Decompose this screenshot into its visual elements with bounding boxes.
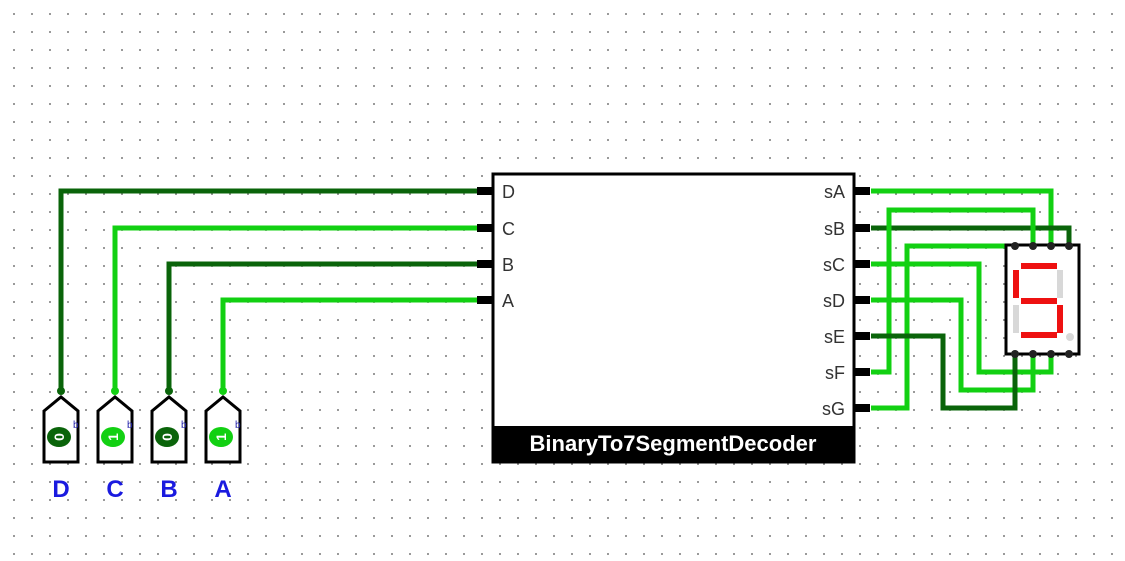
wire-sb[interactable] <box>871 225 1072 246</box>
decoder-body <box>491 172 856 464</box>
display-pin <box>1047 242 1055 250</box>
pin-toggle-knob[interactable] <box>47 427 71 447</box>
pin-value: 1 <box>105 433 121 441</box>
decoder-input-label-b: B <box>502 255 514 275</box>
decoder-port-sc[interactable] <box>854 260 870 268</box>
decoder-port-sf[interactable] <box>854 368 870 376</box>
decoder-port-b[interactable] <box>477 260 493 268</box>
decoder-port-d[interactable] <box>477 187 493 195</box>
segment-a <box>1021 263 1057 269</box>
pin-value: 0 <box>51 433 67 441</box>
input-label-d: D <box>52 476 69 503</box>
display-pin <box>1065 350 1073 358</box>
display-pin <box>1029 242 1037 250</box>
input-pin-c[interactable]: 1 b <box>96 395 134 464</box>
pin-radix: b <box>181 420 187 431</box>
input-pin-d[interactable]: 0 b <box>42 395 80 464</box>
decoder-output-label-sf: sF <box>825 363 845 383</box>
decoder-port-c[interactable] <box>477 224 493 232</box>
decoder-input-label-c: C <box>502 219 515 239</box>
segment-f <box>1013 270 1019 298</box>
wire-sd[interactable] <box>871 297 1036 393</box>
pin-toggle-knob[interactable] <box>209 427 233 447</box>
decoder-input-label-d: D <box>502 182 515 202</box>
wire-sc[interactable] <box>871 261 1054 375</box>
segment-dp <box>1066 333 1074 341</box>
decoder-port-sb[interactable] <box>854 224 870 232</box>
wire-junction <box>57 387 65 395</box>
segment-g <box>1021 298 1057 304</box>
decoder-port-sa[interactable] <box>854 187 870 195</box>
decoder-output-label-sg: sG <box>822 399 845 419</box>
wire-junction <box>165 387 173 395</box>
decoder-output-label-sd: sD <box>823 291 845 311</box>
input-label-a: A <box>214 476 231 503</box>
display-pin <box>1065 242 1073 250</box>
wire-sg[interactable] <box>871 243 1015 411</box>
decoder-chip[interactable]: BinaryTo7SegmentDecoder D C B A sA sB sC… <box>477 172 870 464</box>
wire-b[interactable] <box>166 261 477 391</box>
decoder-title-bar <box>493 426 854 462</box>
display-pin <box>1029 350 1037 358</box>
decoder-port-se[interactable] <box>854 332 870 340</box>
segment-e <box>1013 305 1019 333</box>
pin-value: 0 <box>159 433 175 441</box>
input-label-c: C <box>106 476 123 503</box>
wire-sa[interactable] <box>871 188 1054 246</box>
wire-sf[interactable] <box>871 207 1036 375</box>
input-label-b: B <box>160 476 177 503</box>
pin-radix: b <box>127 420 133 431</box>
decoder-title: BinaryTo7SegmentDecoder <box>530 431 817 456</box>
pin-radix: b <box>73 420 79 431</box>
decoder-port-sd[interactable] <box>854 296 870 304</box>
pin-toggle-knob[interactable] <box>155 427 179 447</box>
wire-se[interactable] <box>871 333 1018 411</box>
decoder-output-label-sc: sC <box>823 255 845 275</box>
wire-d[interactable] <box>58 188 477 391</box>
decoder-port-sg[interactable] <box>854 404 870 412</box>
pin-value: 1 <box>213 433 229 441</box>
input-pin-a[interactable]: 1 b <box>204 395 242 464</box>
pin-toggle-knob[interactable] <box>101 427 125 447</box>
decoder-output-label-sb: sB <box>824 219 845 239</box>
wire-junction <box>219 387 227 395</box>
input-pin-b[interactable]: 0 b <box>150 395 188 464</box>
decoder-input-label-a: A <box>502 291 514 311</box>
display-pin <box>1011 350 1019 358</box>
display-pin <box>1047 350 1055 358</box>
pin-radix: b <box>235 420 241 431</box>
seven-segment-display-icon[interactable] <box>1004 242 1081 358</box>
display-pin <box>1011 242 1019 250</box>
wire-junction <box>111 387 119 395</box>
segment-b <box>1057 270 1063 298</box>
decoder-port-a[interactable] <box>477 296 493 304</box>
wire-a[interactable] <box>220 297 477 391</box>
wire-c[interactable] <box>112 225 477 391</box>
segment-d <box>1021 332 1057 338</box>
segment-c <box>1057 305 1063 333</box>
decoder-output-label-se: sE <box>824 327 845 347</box>
decoder-output-label-sa: sA <box>824 182 845 202</box>
